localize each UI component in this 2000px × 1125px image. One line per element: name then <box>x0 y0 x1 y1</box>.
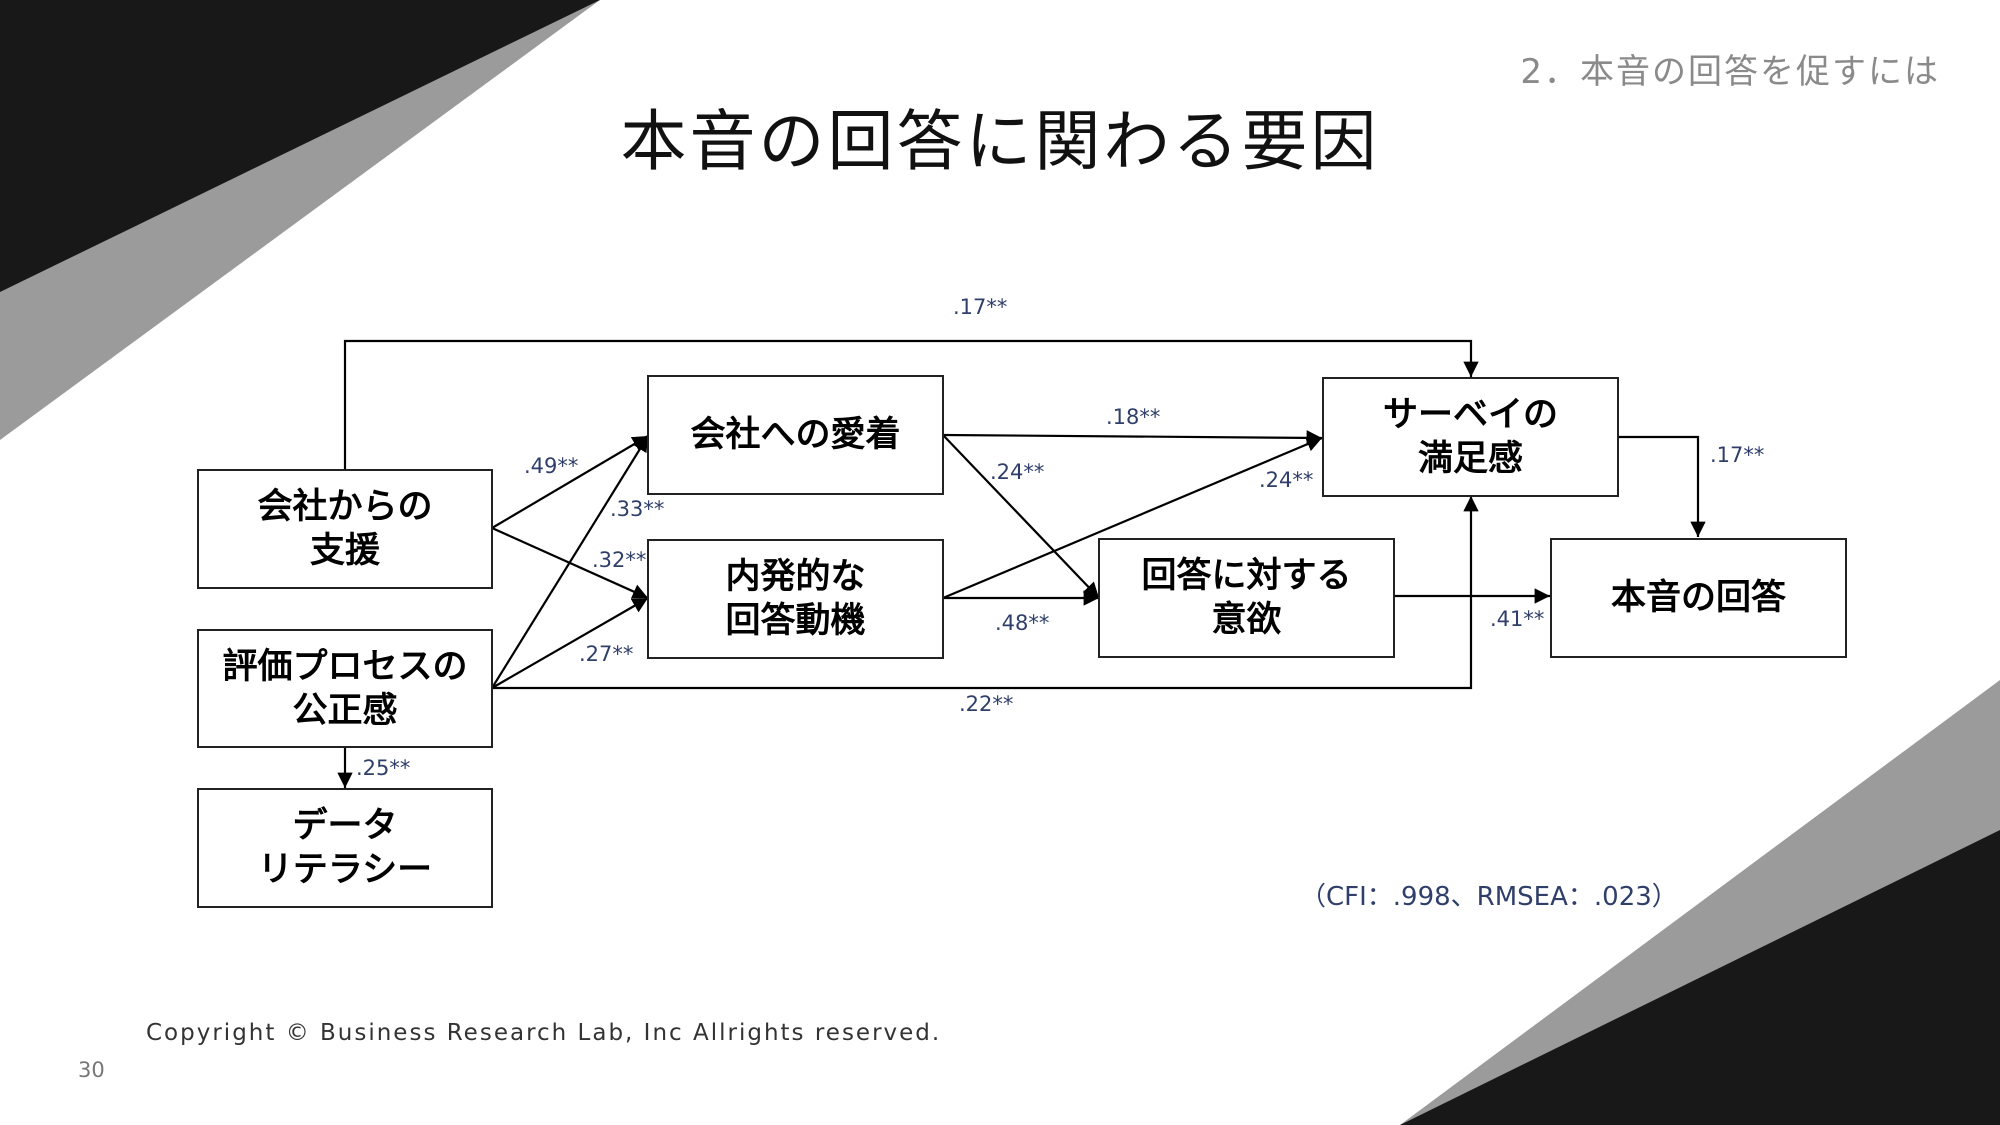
coef-willingness-to-honest: .41** <box>1490 607 1545 631</box>
node-survey-satisfaction-label: サーベイの 満足感 <box>1382 395 1558 479</box>
coef-support-to-intrinsic: .32** <box>592 548 647 572</box>
node-evaluation-fairness-label: 評価プロセスの 公正感 <box>222 646 468 731</box>
node-data-literacy: データ リテラシー <box>197 788 493 908</box>
top-left-black-triangle <box>0 0 600 292</box>
coef-attachment-to-survey: .18** <box>1106 405 1161 429</box>
arrow-support-to-survey-satisfaction <box>343 339 1479 469</box>
node-answer-willingness: 回答に対する 意欲 <box>1098 538 1395 658</box>
arrow-attachment-to-willingness <box>942 434 1100 599</box>
node-intrinsic-motivation-label: 内発的な 回答動機 <box>725 557 866 641</box>
copyright-notice: Copyright © Business Research Lab, Inc A… <box>146 1020 942 1046</box>
arrow-support-to-attachment <box>491 435 649 529</box>
node-evaluation-fairness: 評価プロセスの 公正感 <box>197 629 493 748</box>
page-number: 30 <box>78 1058 105 1082</box>
node-survey-satisfaction: サーベイの 満足感 <box>1322 377 1619 497</box>
arrow-fairness-to-attachment <box>491 435 649 689</box>
arrow-survey-satisfaction-to-honest-answer <box>1617 435 1706 537</box>
node-data-literacy-label: データ リテラシー <box>257 806 433 890</box>
coef-support-to-attachment: .49** <box>524 454 579 478</box>
node-answer-willingness-label: 回答に対する 意欲 <box>1141 556 1352 640</box>
node-company-attachment: 会社への愛着 <box>647 375 944 495</box>
node-honest-answer: 本音の回答 <box>1550 538 1847 658</box>
section-heading: 2．本音の回答を促すには <box>1520 52 1940 92</box>
arrow-fairness-to-intrinsic <box>491 597 649 689</box>
coef-fairness-to-attachment: .33** <box>610 497 665 521</box>
model-fit-note: （CFI：.998、RMSEA：.023） <box>1300 882 1678 912</box>
coef-attachment-to-willingness: .24** <box>990 460 1045 484</box>
node-company-attachment-label: 会社への愛着 <box>690 415 901 455</box>
node-intrinsic-motivation: 内発的な 回答動機 <box>647 539 944 659</box>
slide-title: 本音の回答に関わる要因 <box>620 103 1380 180</box>
coef-support-to-survey: .17** <box>953 295 1008 319</box>
coef-fairness-to-intrinsic: .27** <box>579 642 634 666</box>
arrow-fairness-to-survey-satisfaction <box>492 496 1479 690</box>
coef-intrinsic-to-survey: .24** <box>1259 468 1314 492</box>
node-company-support-label: 会社からの 支援 <box>257 487 433 571</box>
coef-fairness-to-survey: .22** <box>959 692 1014 716</box>
coef-intrinsic-to-willingness: .48** <box>995 611 1050 635</box>
coef-survey-to-honest: .17** <box>1710 443 1765 467</box>
bottom-right-black-triangle <box>1400 830 2000 1125</box>
arrow-intrinsic-to-survey-satisfaction <box>942 436 1323 600</box>
coef-fairness-to-literacy: .25** <box>356 756 411 780</box>
node-company-support: 会社からの 支援 <box>197 469 493 589</box>
arrow-attachment-to-survey-satisfaction <box>942 430 1323 446</box>
node-honest-answer-label: 本音の回答 <box>1610 578 1786 618</box>
